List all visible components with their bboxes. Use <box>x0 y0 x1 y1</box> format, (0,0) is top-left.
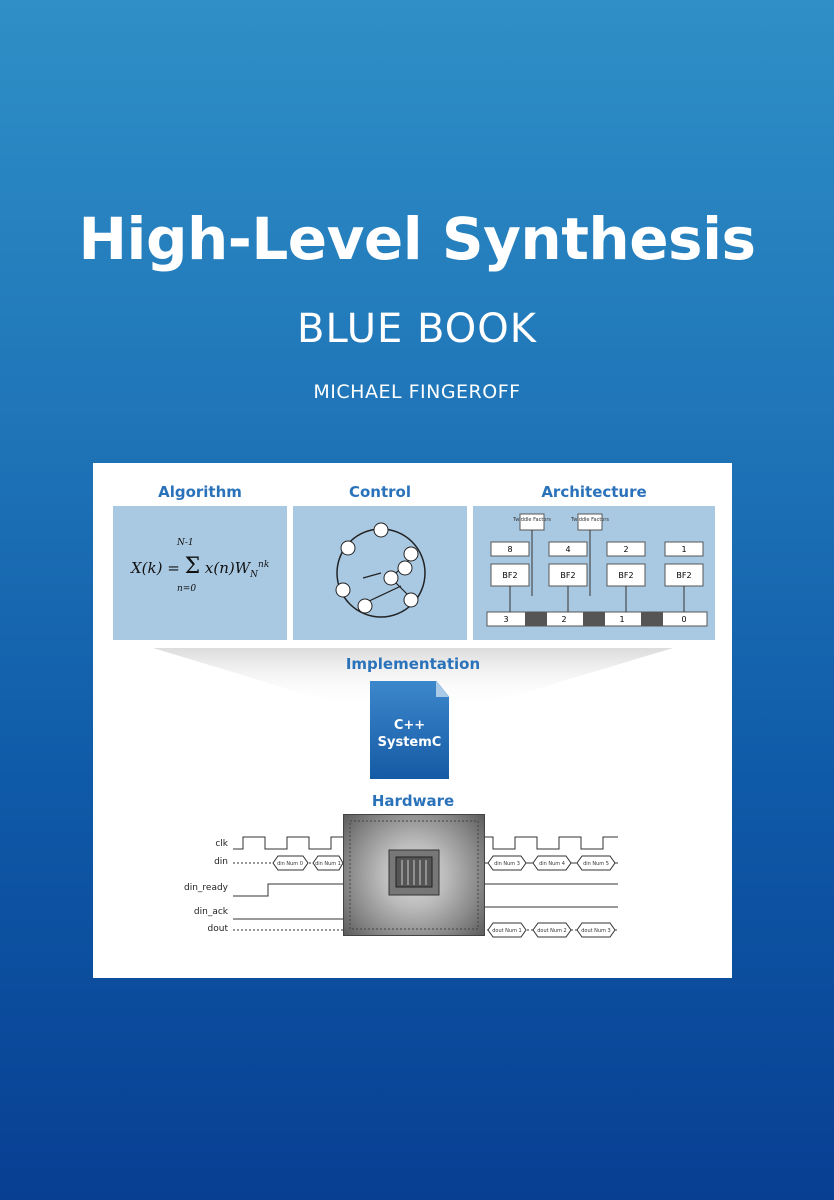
state-node <box>397 560 413 576</box>
svg-text:din Num 0: din Num 0 <box>277 861 303 867</box>
architecture-box: Twiddle Factors Twiddle Factors 8 4 2 1 … <box>473 506 715 640</box>
svg-text:2: 2 <box>561 615 566 624</box>
svg-text:BF2: BF2 <box>676 571 691 580</box>
state-node <box>383 570 399 586</box>
fft-pipeline: Twiddle Factors Twiddle Factors 8 4 2 1 … <box>486 513 708 627</box>
svg-text:1: 1 <box>619 615 624 624</box>
algorithm-header: Algorithm <box>158 483 242 501</box>
svg-text:4: 4 <box>565 545 570 554</box>
svg-text:din Num 1: din Num 1 <box>315 861 341 867</box>
signal-label: din_ready <box>183 883 228 893</box>
svg-text:dout Num 2: dout Num 2 <box>537 928 567 934</box>
source-file-icon <box>370 681 449 779</box>
svg-text:BF2: BF2 <box>618 571 633 580</box>
source-file-label: C++ SystemC <box>377 718 442 750</box>
svg-text:din Num 5: din Num 5 <box>583 861 609 867</box>
state-node <box>403 592 419 608</box>
signal-label: din_ack <box>193 907 228 917</box>
svg-text:1: 1 <box>681 545 686 554</box>
state-diagram <box>335 522 426 618</box>
book-title: High-Level Synthesis <box>78 205 756 273</box>
dft-formula: X(k) = Σ N-1 n=0 x(n)WNnk <box>131 538 270 594</box>
svg-text:Twiddle Factors: Twiddle Factors <box>570 517 609 523</box>
signal-label: clk <box>215 839 228 849</box>
architecture-header: Architecture <box>541 483 647 501</box>
cover-figure: Algorithm Control Architecture X(k) = Σ … <box>93 463 732 978</box>
control-box <box>293 506 467 640</box>
state-node <box>357 598 373 614</box>
implementation-header: Implementation <box>345 655 481 673</box>
book-author: MICHAEL FINGEROFF <box>313 381 521 403</box>
state-node <box>340 540 356 556</box>
svg-text:din Num 3: din Num 3 <box>494 861 520 867</box>
chip-die-image <box>343 814 485 936</box>
algorithm-box: X(k) = Σ N-1 n=0 x(n)WNnk <box>113 506 287 640</box>
book-subtitle: BLUE BOOK <box>297 306 537 352</box>
svg-text:dout Num 1: dout Num 1 <box>492 928 522 934</box>
signal-label: dout <box>207 924 228 934</box>
svg-text:0: 0 <box>681 615 686 624</box>
svg-text:3: 3 <box>503 615 508 624</box>
hardware-header: Hardware <box>371 792 455 810</box>
state-node <box>403 546 419 562</box>
svg-text:8: 8 <box>507 545 512 554</box>
timing-diagram: din Num 0 din Num 1 din Num 3 din Num 4 … <box>233 836 618 938</box>
svg-text:Twiddle Factors: Twiddle Factors <box>512 517 551 523</box>
svg-text:2: 2 <box>623 545 628 554</box>
svg-text:BF2: BF2 <box>560 571 575 580</box>
signal-label: din <box>214 857 228 867</box>
svg-text:din Num 4: din Num 4 <box>539 861 565 867</box>
state-node <box>373 522 389 538</box>
control-header: Control <box>348 483 411 501</box>
svg-text:dout Num 3: dout Num 3 <box>581 928 611 934</box>
state-node <box>335 582 351 598</box>
svg-text:BF2: BF2 <box>502 571 517 580</box>
